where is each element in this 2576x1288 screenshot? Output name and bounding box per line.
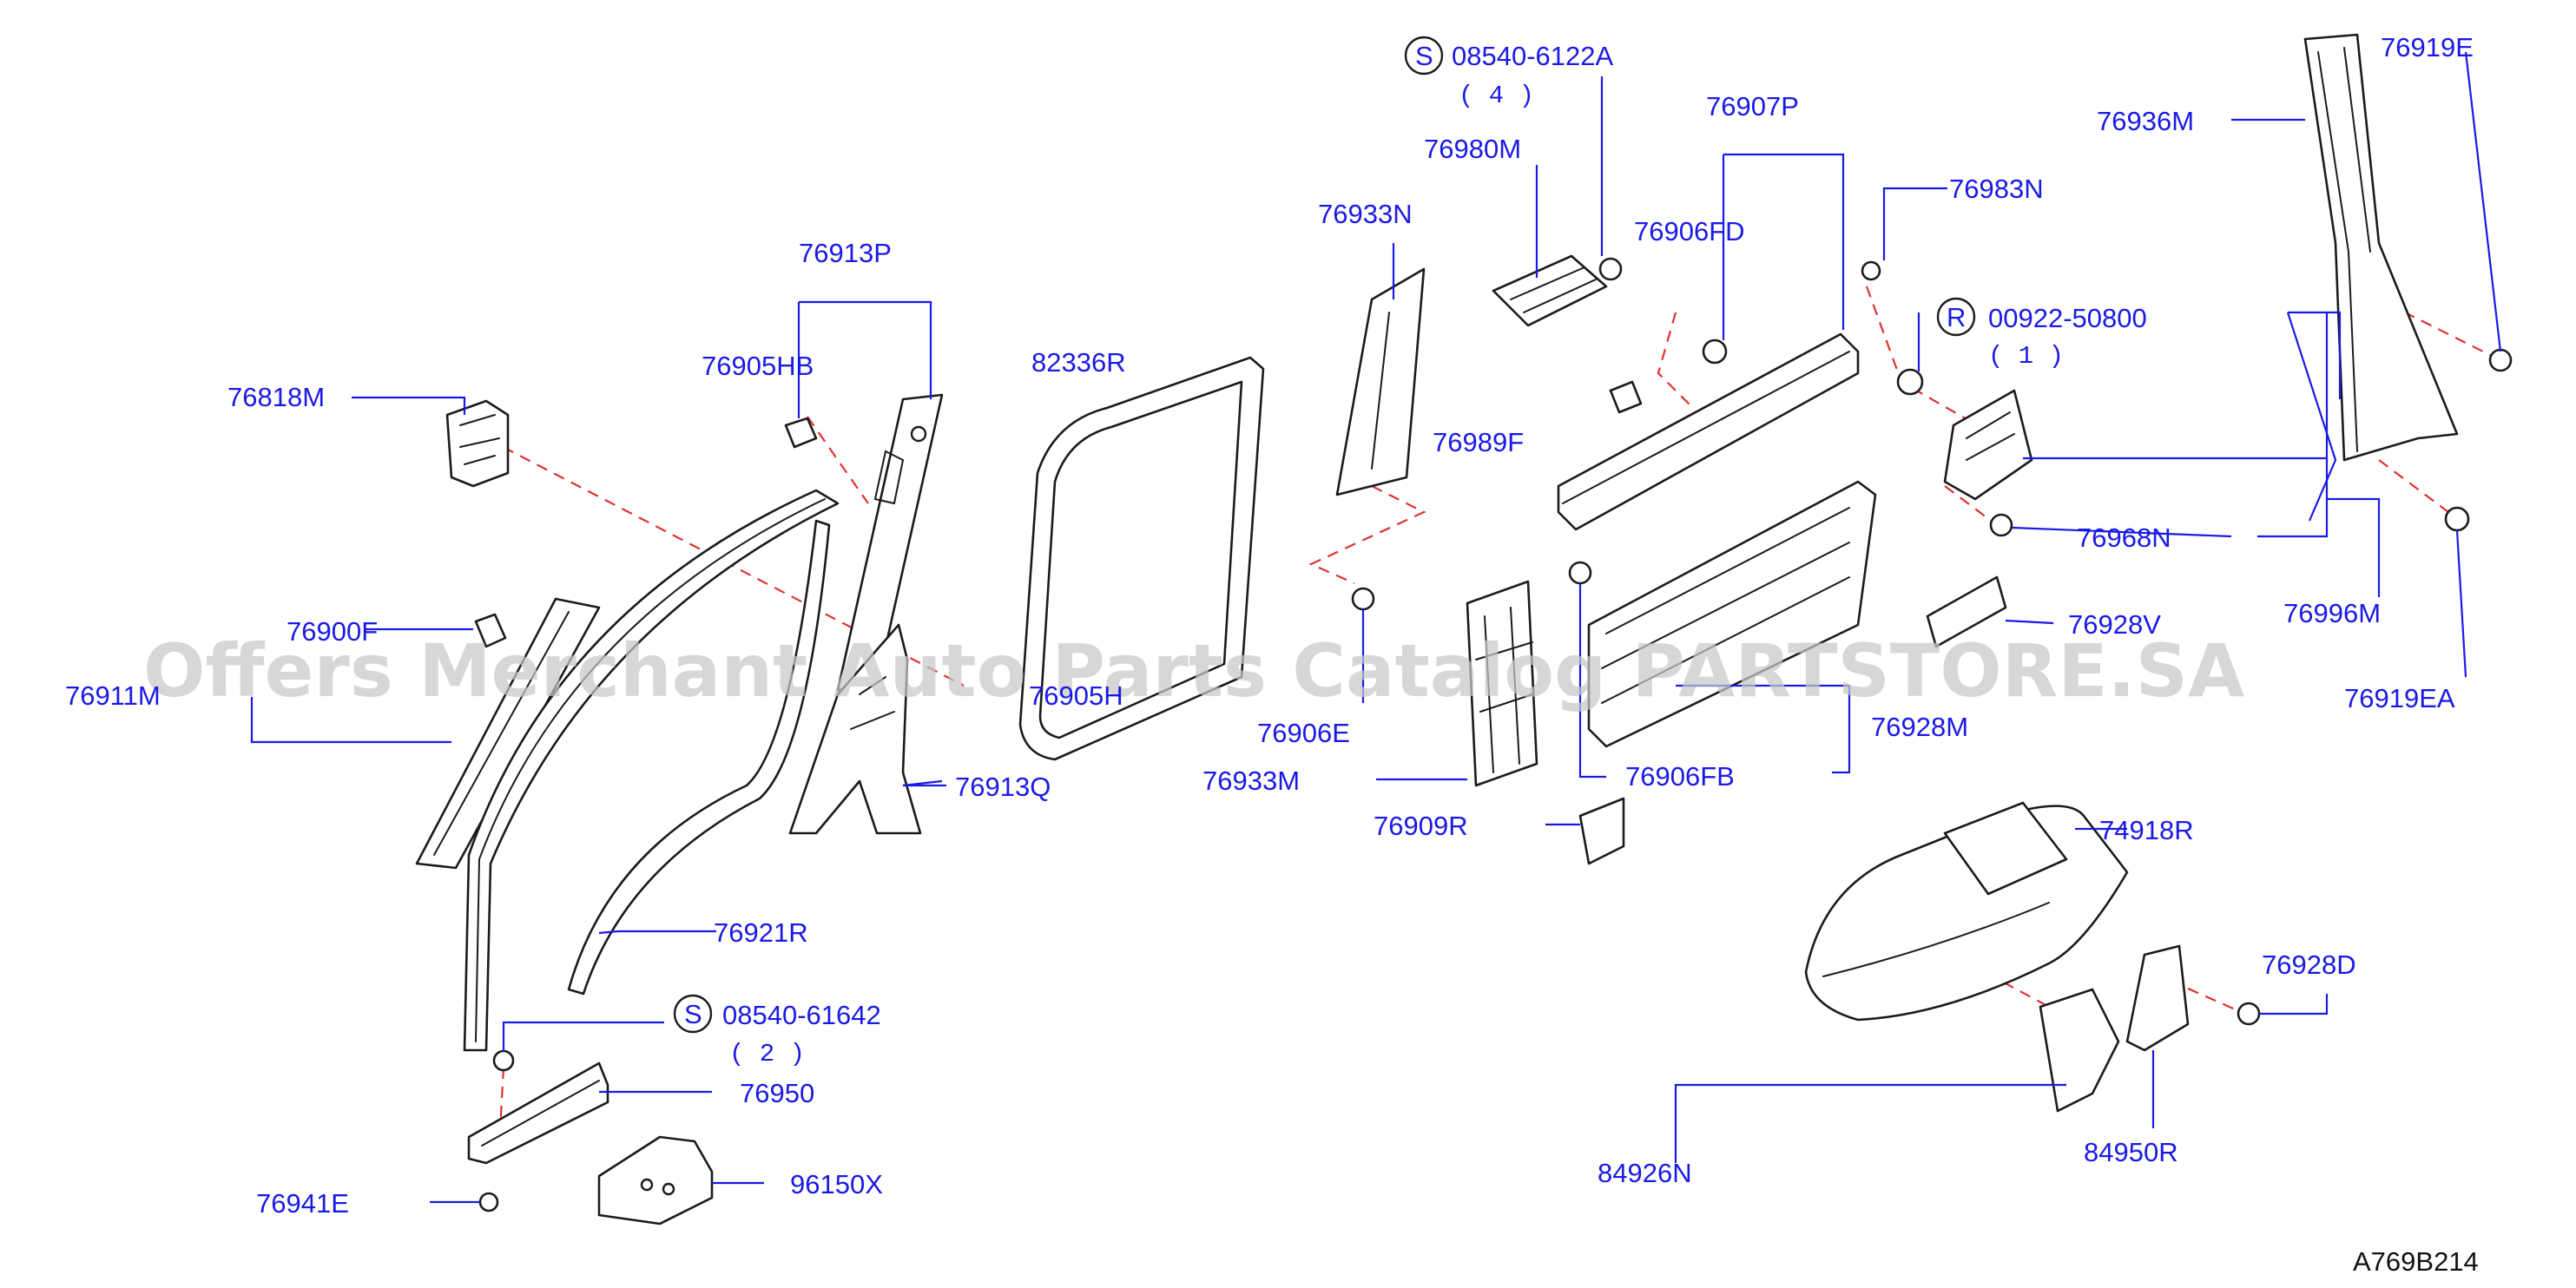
- label-76906FB[interactable]: 76906FB: [1625, 761, 1735, 792]
- part-76906FD: [1702, 338, 1728, 365]
- part-76941E: [478, 1192, 499, 1212]
- label-76913Q[interactable]: 76913Q: [955, 772, 1051, 802]
- part-76900F: [474, 613, 507, 648]
- label-76950[interactable]: 76950: [740, 1078, 814, 1108]
- label-76919E[interactable]: 76919E: [2381, 32, 2474, 62]
- label-84950R[interactable]: 84950R: [2084, 1137, 2178, 1167]
- part-84950R: [2125, 944, 2190, 1052]
- qty-4: ( 4 ): [1459, 82, 1534, 110]
- symbol-circle-s-top: [1404, 36, 1444, 76]
- label-76936M[interactable]: 76936M: [2097, 106, 2194, 136]
- label-76913P[interactable]: 76913P: [799, 238, 892, 268]
- part-76933M: [1466, 580, 1538, 787]
- part-76928V: [1926, 575, 2007, 648]
- label-08540-61642[interactable]: 08540-61642: [722, 1000, 881, 1030]
- symbol-circle-r: [1936, 297, 1976, 337]
- part-76983N: [1861, 260, 1881, 281]
- symbol-s-bottom: S: [684, 999, 702, 1029]
- label-00922-50800[interactable]: 00922-50800: [1988, 303, 2147, 333]
- label-76907P[interactable]: 76907P: [1706, 91, 1799, 122]
- symbol-markers: S ( 4 ) S ( 2 ) R ( 1 ): [673, 36, 2064, 1068]
- part-76906E: [1351, 587, 1375, 611]
- part-76907P: [1557, 332, 1860, 531]
- part-76968N: [1989, 513, 2013, 537]
- label-76919EA[interactable]: 76919EA: [2344, 683, 2455, 713]
- label-76900F[interactable]: 76900F: [287, 616, 378, 647]
- part-labels: 76818M 76913P 76905HB 82336R 76900F 7691…: [65, 32, 2474, 1219]
- part-drawings: [415, 33, 2513, 1226]
- part-76980M: [1492, 254, 1608, 327]
- label-84926N[interactable]: 84926N: [1598, 1158, 1692, 1188]
- label-76968N[interactable]: 76968N: [2077, 522, 2171, 553]
- label-08540-6122A[interactable]: 08540-6122A: [1452, 41, 1613, 71]
- part-76906FB: [1568, 561, 1592, 585]
- label-76941E[interactable]: 76941E: [256, 1188, 349, 1219]
- label-76921R[interactable]: 76921R: [714, 917, 808, 948]
- label-74918R[interactable]: 74918R: [2099, 815, 2194, 845]
- diagram-code: A769B214: [2353, 1246, 2479, 1277]
- qty-2: ( 2 ): [729, 1040, 805, 1068]
- part-76989F: [1609, 380, 1643, 414]
- label-76905HB[interactable]: 76905HB: [702, 351, 814, 381]
- label-76933M[interactable]: 76933M: [1202, 766, 1300, 796]
- symbol-s-top: S: [1415, 41, 1433, 71]
- part-76919EA: [2444, 506, 2470, 532]
- part-82336R: [1018, 356, 1265, 761]
- label-76906FD[interactable]: 76906FD: [1634, 216, 1745, 246]
- part-76928D: [2237, 1002, 2261, 1026]
- part-76913Q: [788, 623, 922, 835]
- watermark: Offers Merchant Auto Parts Catalog PARTS…: [143, 628, 2244, 713]
- label-76989F[interactable]: 76989F: [1433, 427, 1524, 457]
- part-76928M: [1587, 480, 1877, 748]
- label-76996M[interactable]: 76996M: [2283, 598, 2381, 628]
- label-96150X[interactable]: 96150X: [790, 1169, 883, 1199]
- part-08540-6122A: [1598, 257, 1623, 281]
- label-76818M[interactable]: 76818M: [227, 382, 325, 412]
- leader-lines: [250, 51, 2502, 1204]
- part-08540-61642: [492, 1049, 515, 1072]
- part-76919E: [2488, 348, 2513, 372]
- part-76996M: [1943, 389, 2033, 501]
- part-76909R: [1578, 797, 1625, 865]
- part-76950: [467, 1061, 609, 1165]
- symbol-circle-s-bottom: [673, 994, 713, 1034]
- label-76928D[interactable]: 76928D: [2262, 950, 2356, 980]
- part-00922-50800: [1896, 368, 1924, 396]
- part-74918R: [1804, 801, 2129, 1022]
- part-76933N: [1335, 267, 1426, 496]
- label-76905H[interactable]: 76905H: [1029, 680, 1123, 711]
- label-76906E[interactable]: 76906E: [1257, 718, 1350, 748]
- label-76933N[interactable]: 76933N: [1318, 199, 1413, 229]
- label-82336R[interactable]: 82336R: [1031, 347, 1126, 378]
- part-84926N: [2039, 988, 2120, 1113]
- label-76911M[interactable]: 76911M: [65, 680, 161, 711]
- part-96150X: [597, 1135, 714, 1226]
- qty-1: ( 1 ): [1988, 342, 2064, 371]
- label-76928M[interactable]: 76928M: [1871, 712, 1968, 742]
- label-76980M[interactable]: 76980M: [1424, 134, 1521, 164]
- part-76818M: [445, 399, 510, 488]
- label-76909R[interactable]: 76909R: [1374, 811, 1468, 841]
- part-76905HB: [784, 417, 818, 449]
- symbol-r: R: [1947, 302, 1966, 332]
- part-76921R: [463, 489, 840, 1052]
- part-76936M: [2303, 33, 2459, 462]
- label-76928V[interactable]: 76928V: [2068, 609, 2161, 640]
- part-76911M: [415, 597, 601, 870]
- label-76983N[interactable]: 76983N: [1949, 174, 2044, 204]
